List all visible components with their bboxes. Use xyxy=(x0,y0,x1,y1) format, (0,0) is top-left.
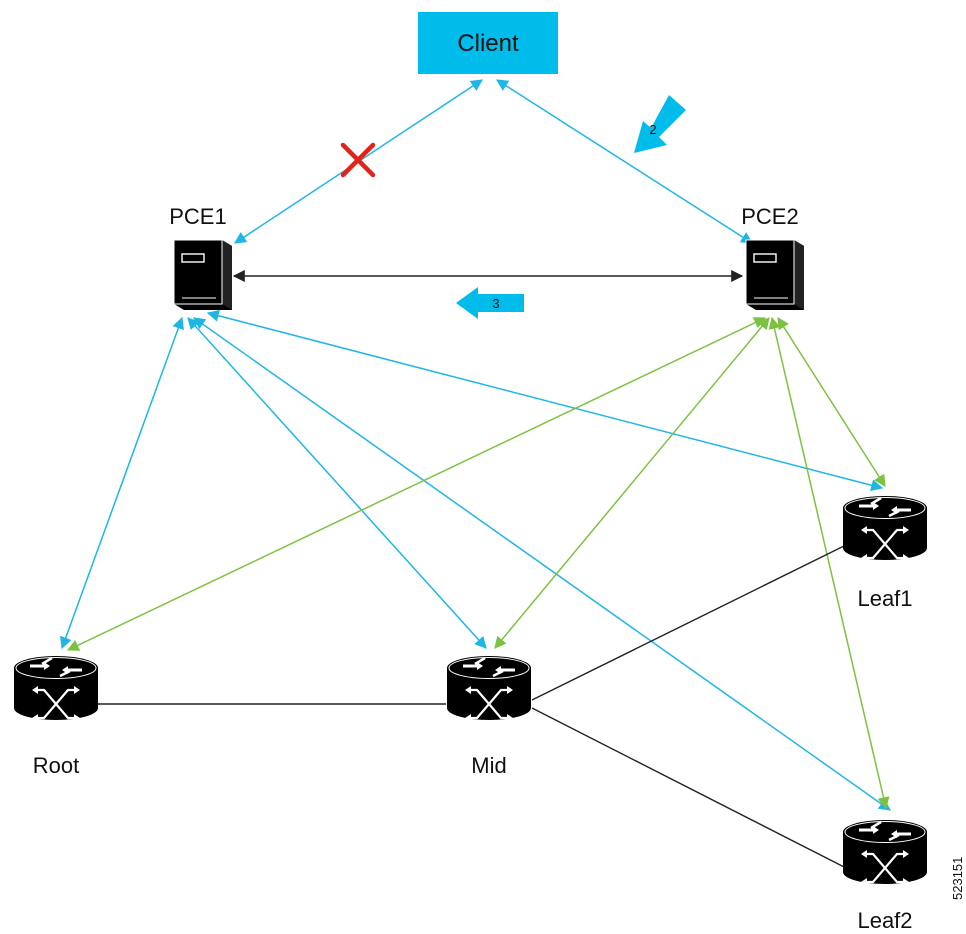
leaf1-router-icon xyxy=(841,494,929,564)
pce1-node: PCE1 xyxy=(169,204,233,311)
leaf2-label: Leaf2 xyxy=(857,908,912,933)
link-pce1-leaf1 xyxy=(206,309,884,492)
client-label: Client xyxy=(457,30,519,57)
figure-id: 523151 xyxy=(950,857,965,900)
step-2-arrow-icon: 2 xyxy=(634,95,686,153)
link-mid-leaf2 xyxy=(531,707,851,871)
pce2-server-icon xyxy=(745,239,805,311)
pce2-node: PCE2 xyxy=(741,204,805,311)
failure-x-icon xyxy=(340,142,376,178)
mid-router-icon xyxy=(445,654,533,724)
client-node: Client xyxy=(418,12,558,74)
router-root: Root xyxy=(12,654,100,778)
step-3-arrow-icon: 3 xyxy=(456,287,524,319)
link-client-pce2 xyxy=(495,79,754,244)
router-leaf1: Leaf1 xyxy=(841,494,929,611)
link-mid-leaf1 xyxy=(531,544,847,701)
pce1-server-icon xyxy=(173,239,233,311)
mid-label: Mid xyxy=(471,753,506,778)
link-pce1-root xyxy=(60,316,184,650)
root-router-icon xyxy=(12,654,100,724)
link-pce1-mid xyxy=(187,317,487,649)
router-leaf2: Leaf2 xyxy=(841,818,929,933)
router-mid: Mid xyxy=(445,654,533,778)
step-3-label: 3 xyxy=(492,296,499,311)
step-2-label: 2 xyxy=(649,122,656,137)
pce2-label: PCE2 xyxy=(741,204,798,229)
pce1-label: PCE1 xyxy=(169,204,226,229)
link-pce1-leaf2 xyxy=(193,317,891,811)
link-pce2-mid xyxy=(494,317,770,649)
link-pce2-leaf1 xyxy=(777,316,886,488)
link-pce2-leaf2 xyxy=(768,316,890,810)
root-label: Root xyxy=(33,753,79,778)
leaf1-label: Leaf1 xyxy=(857,586,912,611)
leaf2-router-icon xyxy=(841,818,929,888)
